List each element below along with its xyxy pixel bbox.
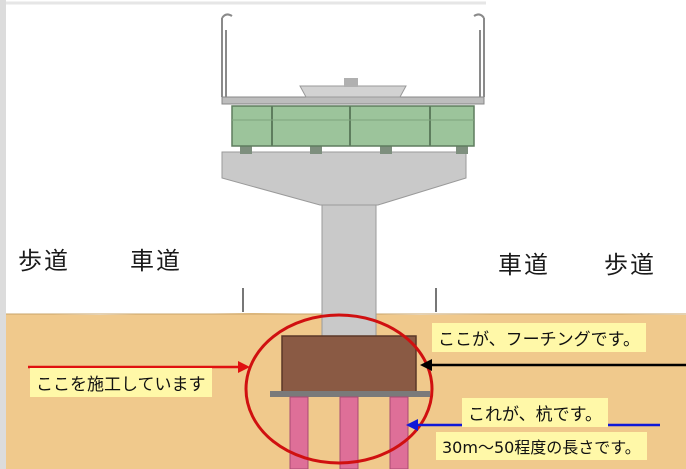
deck-slab <box>221 96 485 105</box>
deck-crown <box>299 85 407 98</box>
piles <box>289 396 409 469</box>
left-border <box>0 0 6 469</box>
pile-callout: これが、杭です。 <box>462 398 608 427</box>
highlight-circle <box>244 313 434 465</box>
steel-girder <box>231 105 475 147</box>
lean-concrete <box>270 391 430 397</box>
construction-callout: ここを施工しています <box>30 368 212 397</box>
bearings <box>240 146 468 154</box>
railing-right <box>479 18 485 97</box>
pile-length-callout: 30m～50程度の長さです。 <box>436 432 647 460</box>
pier-cap <box>221 151 467 206</box>
sidewalk-right-label: 歩道 <box>604 251 656 279</box>
footing <box>281 335 417 395</box>
footing-callout: ここが、フーチングです。 <box>432 323 646 352</box>
sidewalk-left-label: 歩道 <box>18 247 70 275</box>
center-fixture <box>344 78 358 87</box>
arrow-footing <box>420 359 686 371</box>
arrow-construction <box>28 361 250 373</box>
roadway-left-label: 車道 <box>130 247 182 275</box>
roadway-right-label: 車道 <box>498 251 550 279</box>
railing-left <box>221 18 227 97</box>
